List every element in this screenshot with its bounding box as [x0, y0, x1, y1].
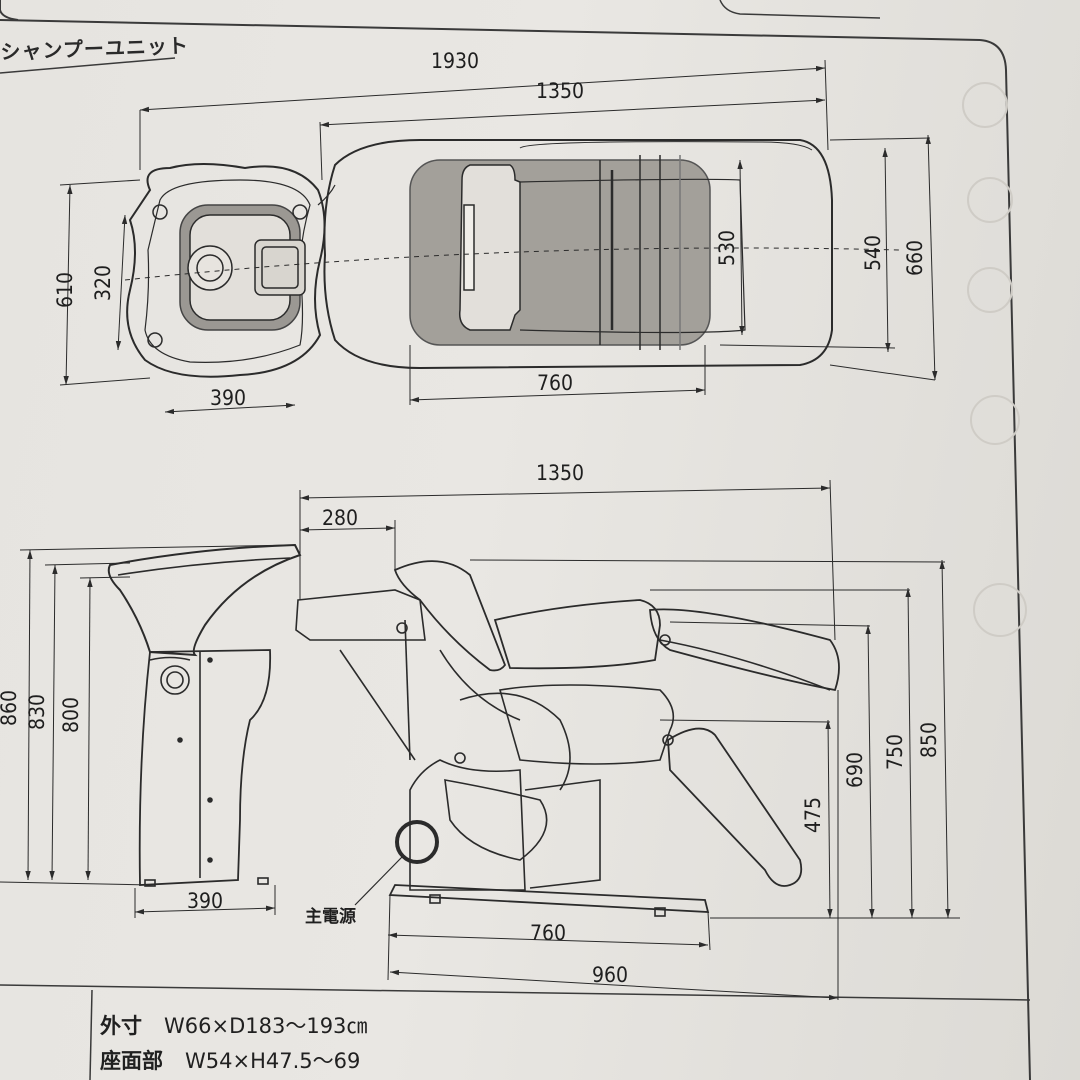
dim-475: 475 — [801, 797, 825, 833]
spec-row-seat: 座面部 W54×H47.5〜69 — [100, 1045, 360, 1075]
side-view-shampoo-unit — [107, 543, 302, 887]
dim-850: 850 — [917, 722, 941, 758]
top-view — [124, 139, 901, 378]
background-marks — [962, 82, 1027, 637]
dim-830: 830 — [25, 694, 49, 730]
spec-value: W54×H47.5〜69 — [185, 1049, 361, 1073]
side-view-dimension-labels: 1350 280 860 830 800 390 475 690 750 850… — [0, 461, 941, 987]
dim-320: 320 — [91, 265, 115, 301]
spec-value: W66×D183〜193㎝ — [164, 1014, 368, 1038]
dim-1350-top: 1350 — [536, 79, 584, 103]
dim-540: 540 — [861, 235, 885, 271]
power-label: 主電源 — [305, 906, 356, 927]
dim-760-side: 760 — [530, 921, 566, 945]
top-view-dimension-labels: 1930 1350 390 760 610 320 530 540 660 — [53, 49, 927, 410]
power-switch-icon — [395, 820, 439, 864]
dim-610: 610 — [53, 272, 77, 308]
top-view-dimensions — [59, 59, 938, 415]
dim-280: 280 — [322, 506, 358, 530]
spec-label: 外寸 — [100, 1014, 142, 1038]
side-view-chair — [295, 560, 840, 917]
dim-1350-side: 1350 — [536, 461, 584, 485]
dim-660: 660 — [903, 240, 927, 276]
dim-390-top: 390 — [210, 386, 246, 410]
dim-860: 860 — [0, 690, 21, 726]
dim-690: 690 — [843, 752, 867, 788]
dim-960: 960 — [592, 963, 628, 987]
side-view-dimensions — [0, 479, 960, 1001]
dim-750: 750 — [883, 734, 907, 770]
spec-label: 座面部 — [100, 1049, 163, 1073]
dim-760-top: 760 — [537, 371, 573, 395]
dim-1930: 1930 — [431, 49, 479, 73]
dim-390-side: 390 — [187, 889, 223, 913]
spec-row-outer: 外寸 W66×D183〜193㎝ — [100, 1010, 367, 1040]
dim-800: 800 — [59, 697, 83, 733]
dim-530: 530 — [715, 230, 739, 266]
